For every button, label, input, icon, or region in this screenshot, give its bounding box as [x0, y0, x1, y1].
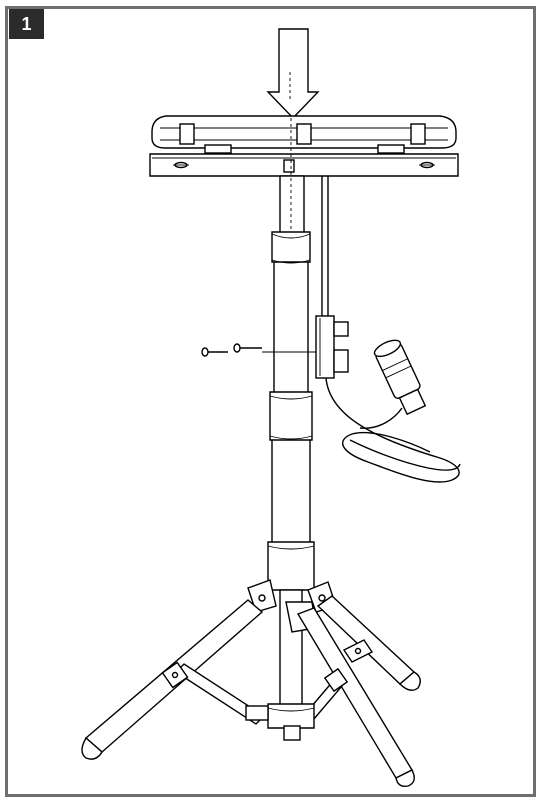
work-light-housing	[151, 115, 457, 154]
cable-junction-box	[315, 315, 349, 379]
step-number-badge: 1	[9, 9, 44, 39]
illustration-frame	[5, 6, 536, 797]
tripod-leg-right	[316, 595, 421, 691]
middle-pole	[271, 231, 311, 397]
lower-hub-clamp	[245, 703, 315, 741]
upper-pole	[279, 118, 305, 237]
lower-pole	[269, 391, 313, 547]
power-cord	[325, 377, 461, 483]
tripod-leg-front	[296, 607, 415, 788]
mounting-screws	[201, 343, 330, 357]
mounting-bracket	[149, 153, 459, 177]
insert-direction-arrow	[266, 28, 320, 120]
power-plug	[373, 339, 427, 416]
